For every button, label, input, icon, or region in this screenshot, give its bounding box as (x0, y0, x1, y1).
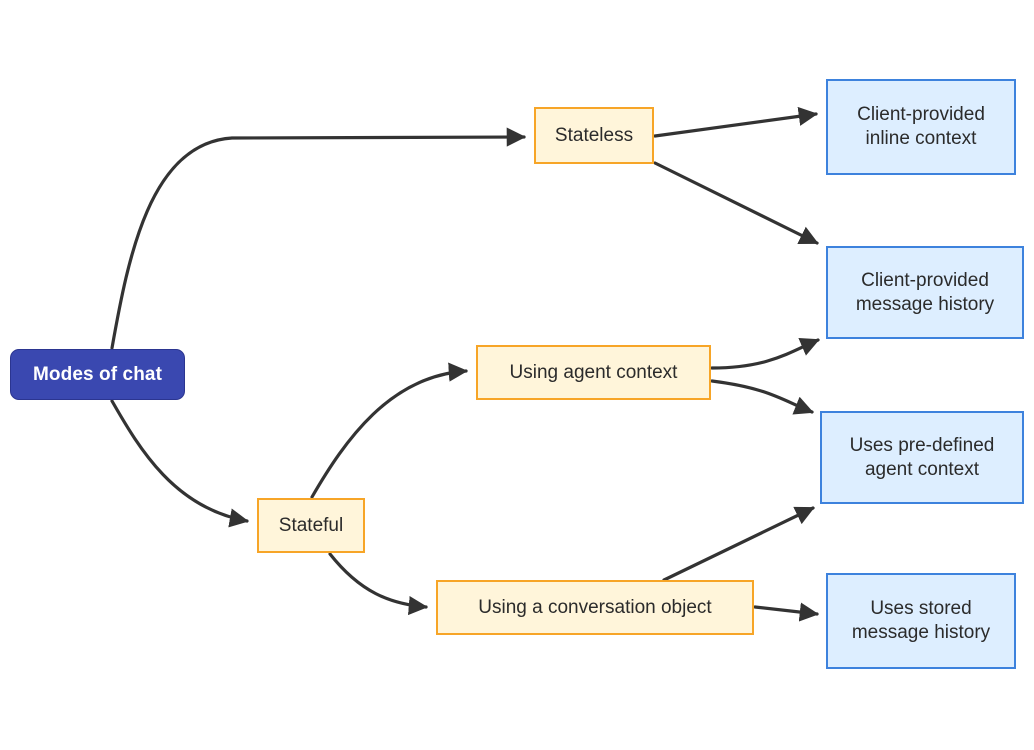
edge-stateless-msghist (653, 161, 819, 245)
node-inline[interactable]: Client-provided inline context (826, 79, 1016, 175)
node-label: Modes of chat (32, 363, 163, 385)
edge-stateful-agentctx (310, 362, 468, 499)
edge-stateless-inline (653, 106, 818, 138)
node-label: Using agent context (509, 361, 678, 383)
edge-stateful-convobj (328, 552, 428, 616)
node-label: Stateless (554, 124, 634, 146)
node-label: Stateful (278, 514, 344, 536)
node-root[interactable]: Modes of chat (10, 349, 185, 400)
edge-convobj-predef (662, 506, 815, 582)
node-agentctx[interactable]: Using agent context (476, 345, 711, 400)
edge-root-stateless (110, 127, 526, 350)
node-label: Client-provided message history (855, 269, 995, 315)
node-predef[interactable]: Uses pre-defined agent context (820, 411, 1024, 504)
node-label: Uses pre-defined agent context (849, 434, 995, 480)
node-label: Uses stored message history (851, 598, 991, 643)
edge-root-stateful (110, 399, 249, 528)
edge-agentctx-msghist (710, 337, 820, 370)
node-stateful[interactable]: Stateful (257, 498, 365, 553)
node-stored[interactable]: Uses stored message history (826, 573, 1016, 669)
node-convobj[interactable]: Using a conversation object (436, 580, 754, 635)
node-label: Using a conversation object (478, 596, 712, 618)
edge-convobj-stored (753, 602, 819, 622)
node-label: Client-provided inline context (857, 104, 985, 149)
node-stateless[interactable]: Stateless (534, 107, 654, 164)
node-msghist[interactable]: Client-provided message history (826, 246, 1024, 339)
edge-agentctx-predef (710, 379, 814, 415)
